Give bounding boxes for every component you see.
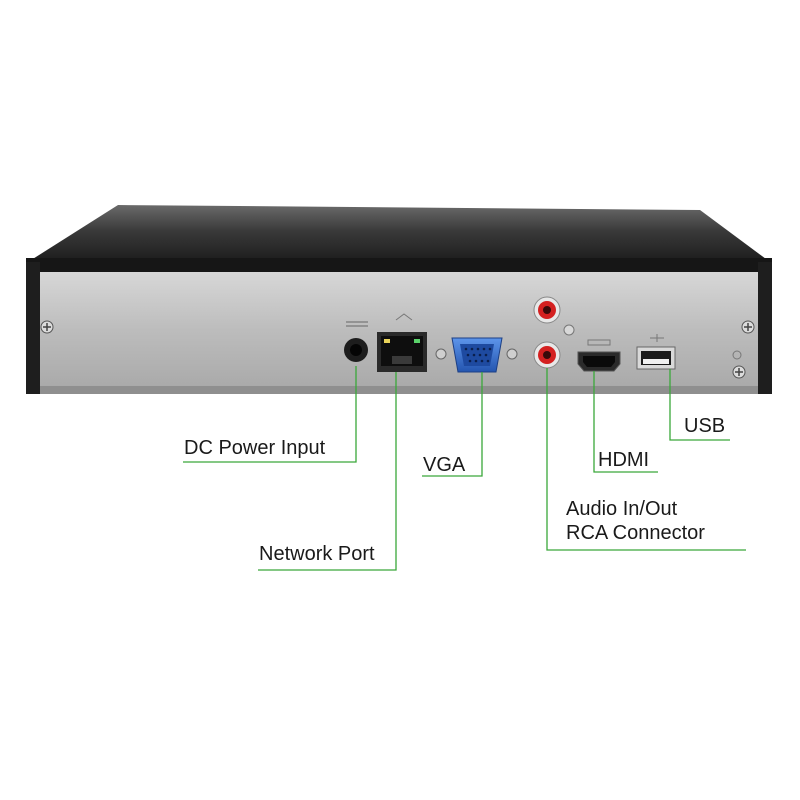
leader-line-usb [669,369,730,441]
leader-line-dc-power [183,366,357,463]
label-audio-line2: RCA Connector [566,522,705,544]
label-hdmi: HDMI [598,449,650,471]
usb-port-icon [636,334,676,370]
label-dc-power-input: DC Power Input [184,437,326,459]
rear-panel [40,272,758,390]
dc-power-jack-icon [344,321,368,362]
case-top-cover [28,205,770,262]
label-audio-line1: Audio In/Out [566,498,678,520]
label-vga: VGA [423,454,466,476]
leader-line-network [258,372,397,571]
label-network-port: Network Port [259,543,375,565]
case-left-side [26,262,40,394]
case-top-edge [26,258,772,272]
label-audio-rca: Audio In/Out RCA Connector [566,497,705,545]
leader-lines [183,366,746,571]
screw-right-icon [741,320,755,334]
label-usb: USB [684,415,726,437]
rca-audio-in-icon [533,341,561,369]
vga-port-icon [435,337,518,373]
hdmi-port-icon [577,339,621,372]
screw-left-icon [40,320,54,334]
leader-line-vga [422,372,483,477]
case-right-side [758,262,772,394]
screw-ground-icon [732,365,746,379]
rca-audio-out-icon [533,296,575,336]
leader-line-audio [546,368,746,551]
leader-line-hdmi [593,371,658,473]
network-port-icon [377,313,427,372]
ground-symbol-icon [732,350,742,360]
